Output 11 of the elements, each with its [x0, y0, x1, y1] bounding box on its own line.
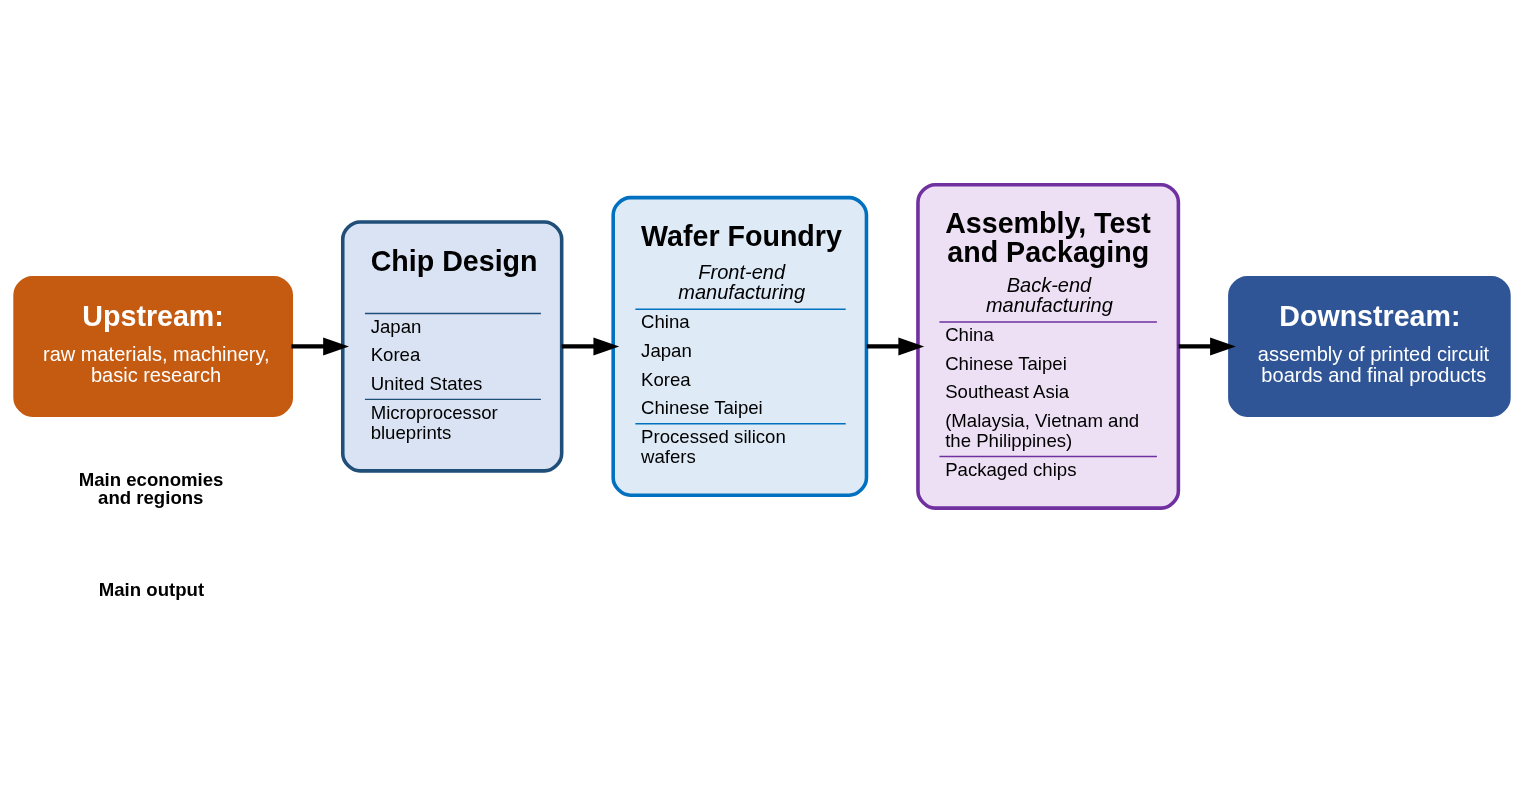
node-box: Chip Design Japan Korea United States Microprocessor blueprints: [340, 220, 564, 473]
label: Main output: [98, 578, 205, 600]
node-box: Downstream: assembly of printed circuit boards and final products: [1228, 275, 1511, 417]
node-box: Assembly, Test and Packaging Back-end manufacturing China Chinese Taipei Southeast Asia (Malaysia, Vietnam and the Philippines) Packaged chips: [916, 182, 1181, 510]
node-box: Upstream: raw materials, machinery, basic research: [13, 275, 294, 417]
node-box: Wafer Foundry Front-end manufacturing China Japan Korea Chinese Taipei Processed silicon wafers: [611, 195, 869, 497]
arrow: [561, 337, 620, 356]
arrow: [866, 337, 925, 356]
arrow: [291, 337, 349, 356]
arrow: [1178, 337, 1236, 356]
label: Main economies and regions: [78, 468, 224, 509]
